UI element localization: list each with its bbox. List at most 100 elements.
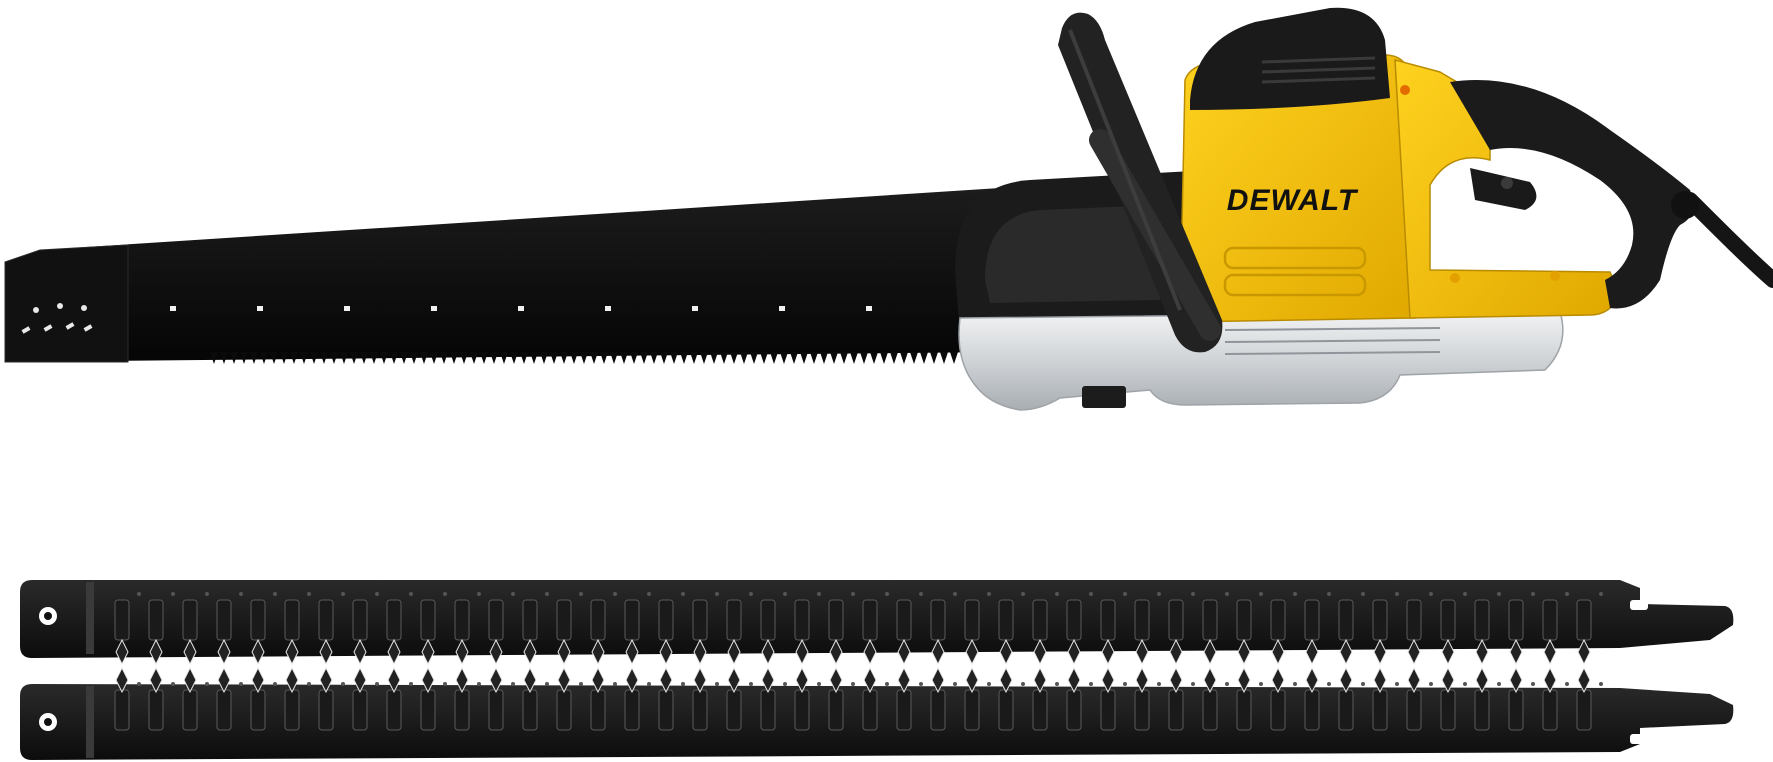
- blade-rivet: [477, 682, 481, 686]
- cutter-tooth: [523, 638, 537, 666]
- cutter-tooth: [795, 638, 809, 666]
- cutter-tooth: [1271, 638, 1285, 666]
- cutter-slot: [522, 599, 538, 641]
- blade-tooth: [510, 352, 518, 364]
- blade-tooth: [780, 352, 788, 364]
- cutter-tooth: [829, 666, 843, 694]
- cutter-tooth: [387, 666, 401, 694]
- blade-rivet: [783, 682, 787, 686]
- cutter-slot: [488, 599, 504, 641]
- cutter-tooth: [1101, 638, 1115, 666]
- blade-tooth: [650, 352, 658, 364]
- cutter-slot: [896, 599, 912, 641]
- cutter-slot: [1338, 689, 1354, 731]
- cutter-slot: [590, 599, 606, 641]
- blade-tooth: [640, 352, 648, 364]
- blade-rivet: [1327, 682, 1331, 686]
- cutter-slot: [1338, 599, 1354, 641]
- blade-tooth: [590, 352, 598, 364]
- cutter-tooth: [863, 666, 877, 694]
- blade-rivet: [681, 592, 685, 596]
- blade-tooth: [490, 352, 498, 364]
- cutter-tooth: [285, 638, 299, 666]
- blade-rivet: [171, 682, 175, 686]
- blade-tooth: [620, 352, 628, 364]
- blade-rivet: [1055, 592, 1059, 596]
- blade-rivet: [1327, 592, 1331, 596]
- blade-rivet: [1225, 592, 1229, 596]
- blade-rivet: [409, 682, 413, 686]
- blade-tooth: [920, 352, 928, 364]
- blade-tooth: [260, 352, 268, 364]
- housing-grip-ribs: [1223, 246, 1367, 297]
- blade-rivet: [205, 682, 209, 686]
- blade-rivet: [1361, 682, 1365, 686]
- cutter-slot: [760, 599, 776, 641]
- cutter-tooth: [557, 638, 571, 666]
- cutter-slot: [1032, 689, 1048, 731]
- blade-rivet: [1157, 592, 1161, 596]
- cutter-slot: [1202, 689, 1218, 731]
- blade-tooth: [560, 352, 568, 364]
- blade-hole: [605, 306, 611, 311]
- blade-rivet: [171, 592, 175, 596]
- rear-handle: [1450, 80, 1694, 309]
- blade-rivet: [375, 682, 379, 686]
- blade-rivet: [1429, 682, 1433, 686]
- cutter-tooth: [421, 638, 435, 666]
- blade-rivet: [817, 682, 821, 686]
- blade-tooth: [470, 352, 478, 364]
- cutter-slot: [1236, 689, 1252, 731]
- cutter-slot: [658, 689, 674, 731]
- blade-rivet: [1395, 682, 1399, 686]
- cutter-slot: [1304, 599, 1320, 641]
- blade-rivet: [647, 592, 651, 596]
- blade-tooth: [370, 352, 378, 364]
- blade-rivet: [987, 592, 991, 596]
- cutter-slot: [1032, 599, 1048, 641]
- blade-tooth: [830, 352, 838, 364]
- cutter-tooth: [1067, 638, 1081, 666]
- cutter-tooth: [727, 666, 741, 694]
- blade-hole: [431, 306, 437, 311]
- cutter-slot: [1576, 689, 1592, 731]
- trigger-lock: [1501, 177, 1513, 189]
- cutter-tooth: [183, 666, 197, 694]
- cutter-slot: [250, 689, 266, 731]
- cutter-tooth: [1169, 638, 1183, 666]
- blade-rivet: [1531, 592, 1535, 596]
- cutter-tooth: [897, 666, 911, 694]
- cutter-tooth: [455, 666, 469, 694]
- blade-tooth: [290, 352, 298, 364]
- cutter-tooth: [1135, 638, 1149, 666]
- cutter-tooth: [1305, 638, 1319, 666]
- cutter-tooth: [1543, 638, 1557, 666]
- cutter-slot: [794, 689, 810, 731]
- spare-blade-top-band: [86, 582, 94, 654]
- cutter-slot: [1100, 599, 1116, 641]
- blade-rivet: [137, 682, 141, 686]
- blade-rivet: [1565, 592, 1569, 596]
- blade-tooth: [360, 352, 368, 364]
- cutter-tooth: [1101, 666, 1115, 694]
- spare-blade-top-teeth: [114, 592, 1603, 666]
- cutter-tooth: [183, 638, 197, 666]
- blade-rivet: [1293, 682, 1297, 686]
- cutter-slot: [624, 599, 640, 641]
- cutter-slot: [862, 599, 878, 641]
- cutter-slot: [1134, 689, 1150, 731]
- cutter-slot: [896, 689, 912, 731]
- blade-hole: [257, 306, 263, 311]
- blade-tooth: [940, 352, 948, 364]
- blade-tooth: [450, 352, 458, 364]
- cutter-slot: [1236, 599, 1252, 641]
- blade-tooth: [430, 352, 438, 364]
- blade-hole: [692, 306, 698, 311]
- cutter-tooth: [1441, 666, 1455, 694]
- cutter-slot: [692, 689, 708, 731]
- blade-rivet: [545, 592, 549, 596]
- blade-rivet: [613, 682, 617, 686]
- blade-tooth: [700, 352, 708, 364]
- cutter-slot: [828, 689, 844, 731]
- cutter-slot: [1542, 689, 1558, 731]
